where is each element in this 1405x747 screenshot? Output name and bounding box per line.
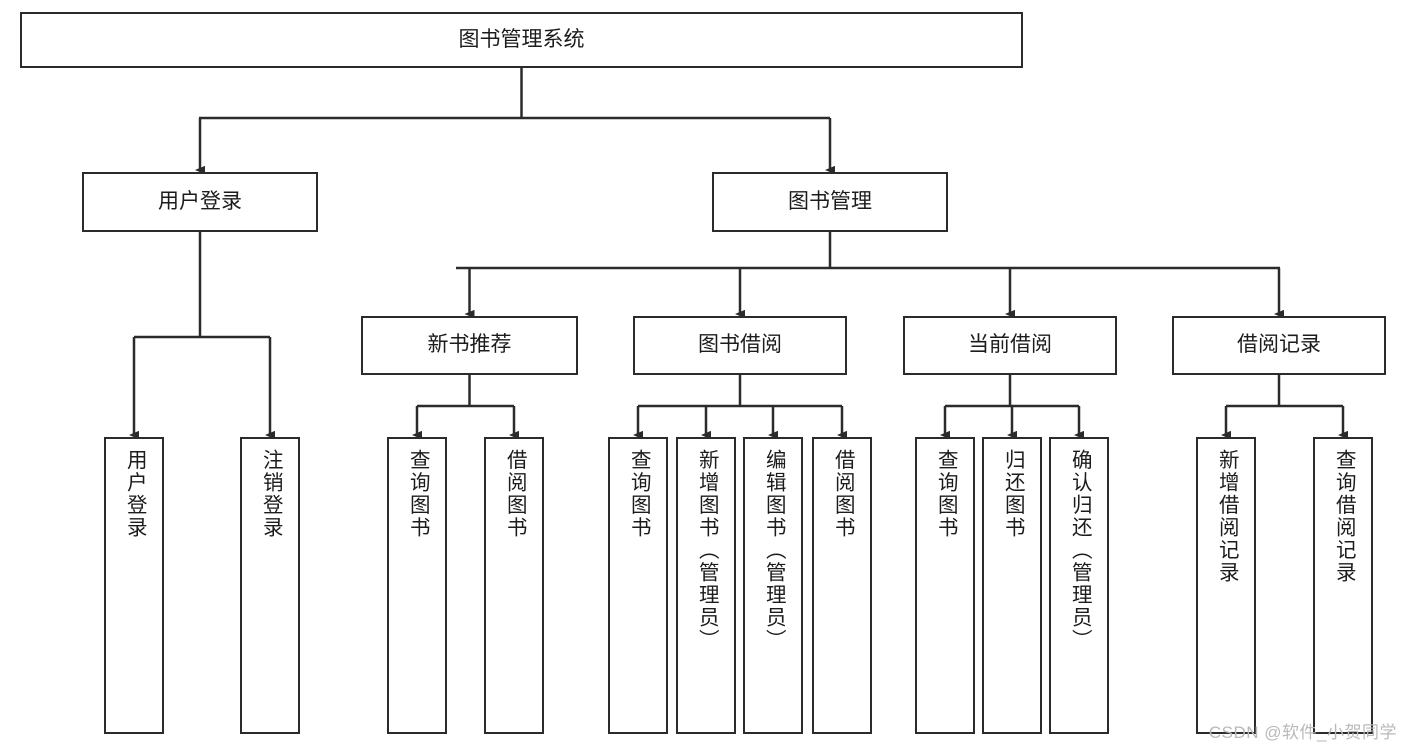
watermark: CSDN @软件_小贺同学: [1208, 723, 1397, 742]
node-leaf-borrow-book[interactable]: 借阅图书: [812, 437, 872, 734]
node-leaf-return-book[interactable]: 归还图书: [982, 437, 1042, 734]
node-label: 新增借阅记录: [1215, 449, 1239, 584]
node-leaf-user-login[interactable]: 用户登录: [104, 437, 164, 734]
node-user-login[interactable]: 用户登录: [82, 172, 318, 232]
node-leaf-query-book-recommend[interactable]: 查询图书: [387, 437, 447, 734]
node-label: 注销登录: [259, 449, 283, 539]
node-leaf-query-borrow-record[interactable]: 查询借阅记录: [1313, 437, 1373, 734]
node-label: 确认归还（管理员）: [1068, 449, 1092, 652]
node-label: 用户登录: [123, 449, 147, 539]
node-label: 新书推荐: [427, 333, 512, 357]
node-book-borrow[interactable]: 图书借阅: [633, 316, 847, 375]
node-root[interactable]: 图书管理系统: [20, 12, 1023, 68]
node-label: 图书管理: [788, 189, 872, 213]
node-current-borrow[interactable]: 当前借阅: [903, 316, 1117, 375]
node-leaf-query-book-borrow[interactable]: 查询图书: [608, 437, 668, 734]
node-label: 借阅图书: [831, 449, 855, 539]
node-label: 借阅记录: [1237, 333, 1321, 357]
node-label: 图书借阅: [698, 333, 782, 357]
node-label: 查询图书: [934, 449, 958, 539]
node-leaf-add-borrow-record[interactable]: 新增借阅记录: [1196, 437, 1256, 734]
node-leaf-confirm-return[interactable]: 确认归还（管理员）: [1049, 437, 1109, 734]
node-label: 查询借阅记录: [1332, 449, 1356, 584]
node-label: 查询图书: [627, 449, 651, 539]
node-label: 借阅图书: [503, 449, 527, 539]
node-label: 归还图书: [1001, 449, 1025, 539]
node-label: 用户登录: [158, 189, 242, 213]
node-label: 当前借阅: [968, 333, 1052, 357]
node-leaf-edit-book[interactable]: 编辑图书（管理员）: [743, 437, 803, 734]
node-borrow-record[interactable]: 借阅记录: [1172, 316, 1386, 375]
node-leaf-query-book-current[interactable]: 查询图书: [915, 437, 975, 734]
node-label: 图书管理系统: [458, 27, 585, 51]
node-leaf-logout[interactable]: 注销登录: [240, 437, 300, 734]
node-label: 新增图书（管理员）: [695, 449, 719, 652]
node-label: 查询图书: [406, 449, 430, 539]
node-label: 编辑图书（管理员）: [762, 449, 786, 652]
connector-edges: [129, 68, 1348, 440]
node-leaf-add-book[interactable]: 新增图书（管理员）: [676, 437, 736, 734]
node-book-management[interactable]: 图书管理: [712, 172, 948, 232]
node-new-book-recommend[interactable]: 新书推荐: [361, 316, 578, 375]
node-leaf-borrow-book-recommend[interactable]: 借阅图书: [484, 437, 544, 734]
